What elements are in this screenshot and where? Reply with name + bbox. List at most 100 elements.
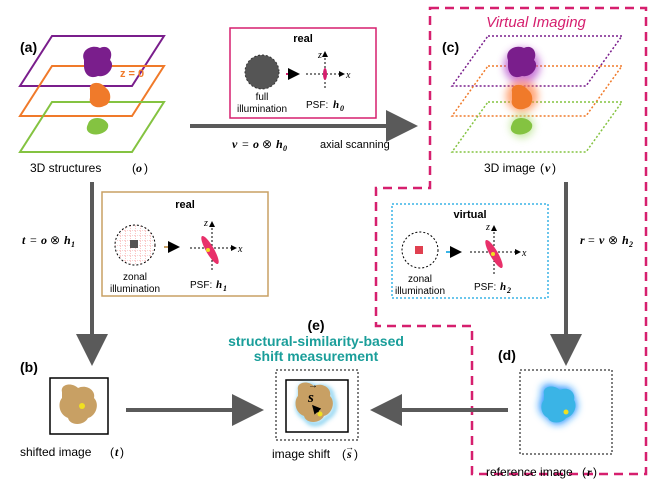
full-aperture-disc	[245, 55, 279, 89]
svg-text:full: full	[256, 92, 269, 103]
svg-text:1: 1	[223, 284, 227, 293]
panel-e-symbol: s	[346, 447, 352, 461]
panel-e: s →	[275, 369, 359, 441]
virtual-sub-aperture	[415, 246, 423, 254]
panel-c-tag: (c)	[442, 39, 459, 55]
svg-text:zonal: zonal	[408, 274, 432, 285]
panel-a-caption: 3D structures ( o )	[30, 161, 148, 175]
plane-z0-label: z = 0	[120, 68, 144, 80]
svg-text:o: o	[253, 137, 259, 151]
equation-v: v = o ⊗ h 0 axial scanning	[232, 137, 390, 153]
panel-c	[450, 35, 624, 153]
svg-text:illumination: illumination	[110, 284, 160, 295]
svg-text:(: (	[582, 465, 586, 479]
svg-text:illumination: illumination	[395, 286, 445, 297]
inset-real-zonal: real z x zonal illumination PSF: h 1	[101, 191, 269, 297]
svg-text:h: h	[333, 99, 339, 111]
panel-e-title-line1: structural-similarity-based	[228, 333, 404, 349]
svg-text:): )	[120, 445, 124, 459]
svg-text:0: 0	[283, 144, 287, 153]
svg-text:shifted image: shifted image	[20, 445, 92, 459]
green-structure	[86, 118, 109, 135]
svg-text:real: real	[175, 199, 195, 211]
panel-a-caption-text: 3D structures	[30, 161, 101, 175]
panel-b	[49, 377, 109, 435]
panel-c-symbol: v	[545, 161, 551, 175]
svg-text:h: h	[276, 137, 283, 151]
svg-text:PSF:: PSF:	[474, 282, 496, 293]
orange-blurred-structure	[511, 84, 533, 110]
svg-text:reference image: reference image	[486, 465, 573, 479]
panel-d-caption: reference image ( r )	[486, 465, 597, 479]
svg-text:2: 2	[506, 286, 511, 295]
purple-structure	[83, 46, 113, 78]
svg-text:): )	[354, 447, 358, 461]
svg-text:h: h	[216, 279, 222, 291]
svg-text:0: 0	[340, 104, 344, 113]
svg-text:3D image: 3D image	[484, 161, 536, 175]
svg-text:PSF:: PSF:	[306, 100, 328, 111]
panel-d	[519, 369, 613, 455]
zonal-sub-aperture	[130, 240, 138, 248]
svg-text:⊗: ⊗	[262, 137, 272, 151]
svg-text:→: →	[308, 380, 318, 391]
panel-b-caption: shifted image ( t )	[20, 445, 124, 459]
inset-virtual-zonal: virtual z x zonal illumination PSF: h 2	[391, 203, 549, 299]
panel-c-caption: 3D image ( v )	[484, 161, 556, 175]
equation-t: t = o ⊗ h 1	[22, 233, 75, 249]
inset-real-full: real z x full illumination PSF: h 0	[229, 27, 377, 119]
svg-text:v: v	[599, 233, 605, 247]
svg-text:PSF:: PSF:	[190, 280, 212, 291]
panel-a-tag: (a)	[20, 39, 37, 55]
svg-text:=: =	[30, 233, 37, 247]
svg-text:=: =	[242, 137, 249, 151]
plane-stack-a	[18, 35, 166, 153]
psf-h0-mark	[323, 68, 327, 80]
svg-text:1: 1	[71, 240, 75, 249]
svg-text:zonal: zonal	[123, 272, 147, 283]
panel-e-title-line2: shift measurement	[254, 348, 379, 364]
virtual-aperture-circle	[401, 231, 439, 269]
svg-text:h: h	[622, 233, 629, 247]
svg-text:→: →	[345, 442, 354, 452]
svg-text:): )	[552, 161, 556, 175]
purple-blurred-structure	[507, 46, 537, 78]
svg-text:z: z	[485, 222, 490, 233]
svg-text:x: x	[345, 70, 351, 81]
svg-text:h: h	[64, 233, 71, 247]
panel-d-tag: (d)	[498, 347, 516, 363]
panel-e-tag: (e)	[307, 317, 324, 333]
virtual-imaging-title: Virtual Imaging	[486, 14, 586, 31]
svg-text:(: (	[342, 447, 346, 461]
svg-text:=: =	[588, 233, 595, 247]
svg-text:h: h	[500, 281, 506, 293]
panel-a-symbol: o	[136, 161, 142, 175]
svg-text:(: (	[132, 161, 136, 175]
svg-text:t: t	[22, 233, 26, 247]
green-blurred-structure	[510, 118, 533, 135]
svg-text:(: (	[540, 161, 544, 175]
svg-text:): )	[593, 465, 597, 479]
svg-text:r: r	[580, 233, 585, 247]
shifted-structure	[59, 384, 97, 424]
overlay-structure	[295, 382, 333, 422]
svg-text:(: (	[110, 445, 114, 459]
svg-text:image shift: image shift	[272, 447, 331, 461]
panel-b-tag: (b)	[20, 359, 38, 375]
svg-text:): )	[144, 161, 148, 175]
svg-text:⊗: ⊗	[50, 233, 60, 247]
panel-a	[18, 35, 166, 153]
inset-real-full-title: real	[293, 33, 313, 45]
svg-text:virtual: virtual	[453, 209, 486, 221]
panel-d-symbol: r	[587, 465, 592, 479]
orange-structure	[89, 82, 111, 108]
panel-b-symbol: t	[115, 445, 119, 459]
axial-scanning-label: axial scanning	[320, 139, 390, 151]
svg-text:x: x	[521, 248, 527, 259]
svg-text:2: 2	[628, 240, 633, 249]
equation-r: r = v ⊗ h 2	[580, 233, 633, 249]
svg-text:z: z	[317, 50, 322, 61]
shift-vector-label: s	[307, 390, 314, 406]
svg-text:⊗: ⊗	[608, 233, 618, 247]
